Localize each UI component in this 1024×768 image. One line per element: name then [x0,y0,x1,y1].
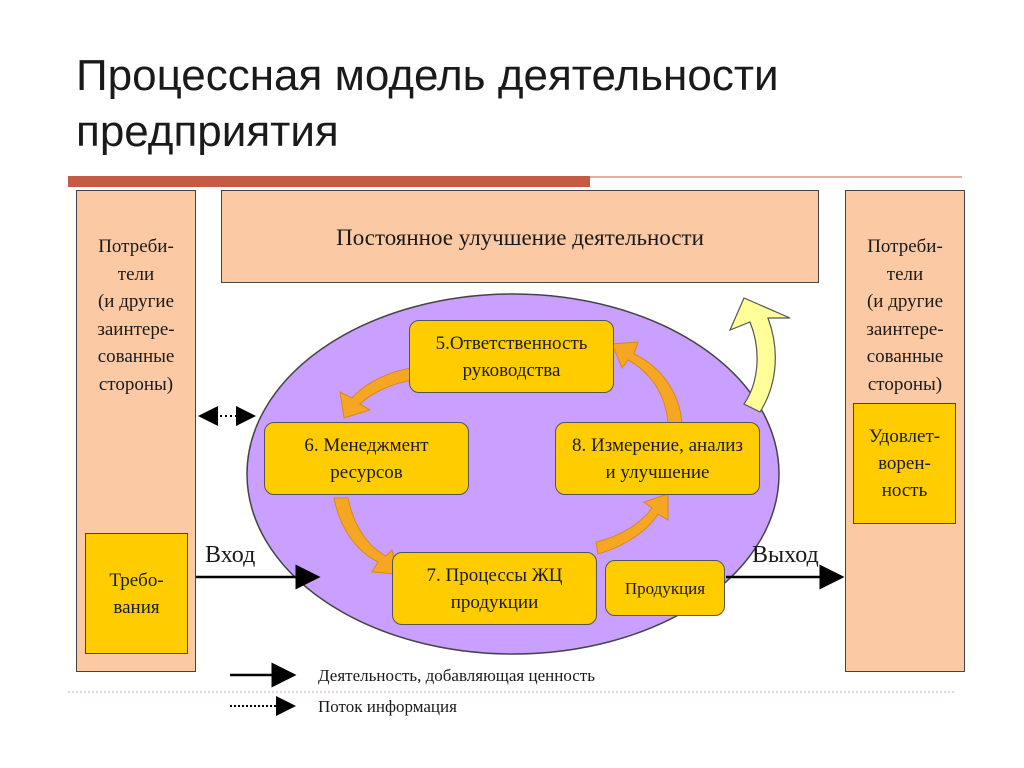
requirements-label: Требо- вания [109,569,164,618]
requirements-box: Требо- вания [85,533,188,654]
right-stakeholders-label: Потреби- тели (и другие заинтере- сованн… [866,236,944,395]
cycle-arrow-7-to-8 [595,493,669,555]
slide-title-line2: предприятия [76,107,339,156]
legend-info-flow: Поток информация [318,697,457,716]
process-8-label: 8. Измерение, анализ и улучшение [572,434,743,483]
process-5-management-responsibility: 5.Ответственность руководства [409,320,614,393]
legend-value-activity: Деятельность, добавляющая ценность [318,666,595,685]
input-label: Вход [205,542,256,568]
left-stakeholders-label: Потреби- тели (и другие заинтере- сованн… [97,236,175,395]
process-7-product-lifecycle: 7. Процессы ЖЦ продукции [392,552,597,625]
product-box: Продукция [605,560,725,616]
slide-title-line1: Процессная модель деятельности [76,51,779,100]
process-6-resource-management: 6. Менеджмент ресурсов [264,422,469,495]
continuous-improvement-banner: Постоянное улучшение деятельности [221,190,819,283]
continuous-improvement-label: Постоянное улучшение деятельности [336,225,704,250]
output-label: Выход [752,542,819,568]
process-7-label: 7. Процессы ЖЦ продукции [426,564,563,613]
title-divider-thin [590,176,962,178]
slide-title: Процессная модель деятельности предприят… [76,48,976,160]
process-8-measurement-analysis: 8. Измерение, анализ и улучшение [555,422,760,495]
satisfaction-box: Удовлет- ворен- ность [853,403,956,524]
cycle-arrow-5-to-6 [339,367,413,419]
satisfaction-label: Удовлет- ворен- ность [868,426,941,501]
product-label: Продукция [624,578,706,598]
cycle-arrow-8-to-5 [611,341,683,425]
improvement-feedback-arrow [728,297,791,413]
process-6-label: 6. Менеджмент ресурсов [304,434,429,483]
title-divider-accent [68,176,590,187]
process-5-label: 5.Ответственность руководства [435,332,588,381]
